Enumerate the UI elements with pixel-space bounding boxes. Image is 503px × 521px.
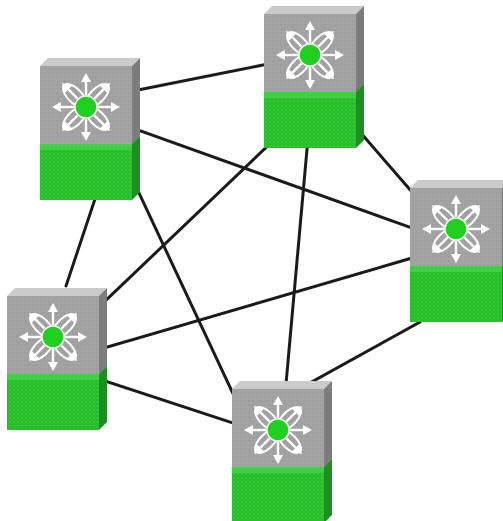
link-switch-top-right-to-switch-bottom-center <box>284 136 310 386</box>
link-switch-top-right-to-switch-right <box>358 130 414 194</box>
hub-dot-icon <box>41 325 65 349</box>
chassis-side-face <box>132 58 140 144</box>
link-switch-top-left-to-switch-top-right <box>136 62 270 92</box>
link-switch-top-left-to-switch-right <box>136 128 414 230</box>
switch-left[interactable] <box>7 288 107 430</box>
chassis-side-face <box>99 288 107 374</box>
multilayer-switch-icon <box>422 195 490 263</box>
chassis-top-face <box>410 180 503 188</box>
switch-bottom-center[interactable] <box>232 381 332 521</box>
chassis-top-face <box>40 58 140 66</box>
switch-right[interactable] <box>410 180 503 322</box>
link-switch-right-to-switch-bottom-center <box>306 320 422 386</box>
base-side-face <box>356 84 364 148</box>
link-switch-top-left-to-switch-left <box>64 194 98 288</box>
nodes-layer <box>7 6 503 521</box>
base-side-face <box>99 366 107 430</box>
link-switch-top-left-to-switch-bottom-center <box>130 176 238 402</box>
link-switch-right-to-switch-left <box>102 256 414 350</box>
hub-dot-icon <box>74 95 98 119</box>
chassis-top-face <box>264 6 364 14</box>
chassis-side-face <box>356 6 364 92</box>
multilayer-switch-icon <box>52 73 120 141</box>
chassis-side-face <box>324 381 332 467</box>
switch-top-right[interactable] <box>264 6 364 148</box>
multilayer-switch-icon <box>19 303 87 371</box>
chassis-top-face <box>7 288 107 296</box>
hub-dot-icon <box>444 217 468 241</box>
link-switch-top-right-to-switch-left <box>100 136 278 306</box>
hub-dot-icon <box>298 43 322 67</box>
base-side-face <box>324 459 332 521</box>
hub-dot-icon <box>266 418 290 442</box>
base-side-face <box>132 136 140 200</box>
multilayer-switch-icon <box>276 21 344 89</box>
multilayer-switch-icon <box>244 396 312 464</box>
chassis-top-face <box>232 381 332 389</box>
link-switch-left-to-switch-bottom-center <box>100 378 238 426</box>
switch-top-left[interactable] <box>40 58 140 200</box>
links-layer <box>64 62 422 426</box>
